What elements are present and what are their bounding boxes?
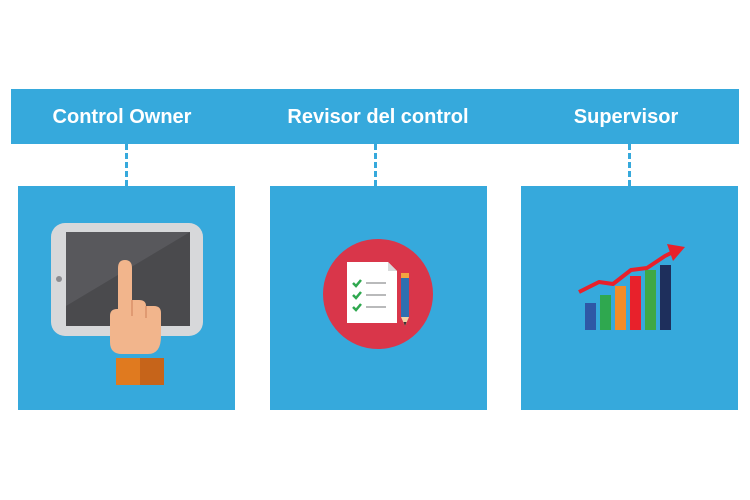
role-label-revisor: Revisor del control	[287, 106, 469, 128]
card-control-owner	[18, 186, 235, 410]
connector-control-owner	[125, 144, 128, 186]
role-label-supervisor: Supervisor	[573, 106, 679, 128]
card-revisor	[270, 186, 487, 410]
growth-chart-icon	[578, 244, 685, 330]
connector-supervisor	[628, 144, 631, 186]
card-supervisor	[521, 186, 738, 410]
connector-revisor	[374, 144, 377, 186]
role-label-control-owner: Control Owner	[52, 106, 192, 128]
roles-header-bar	[11, 89, 739, 144]
checklist-icon	[323, 239, 433, 349]
tablet-touch-icon	[51, 223, 203, 385]
